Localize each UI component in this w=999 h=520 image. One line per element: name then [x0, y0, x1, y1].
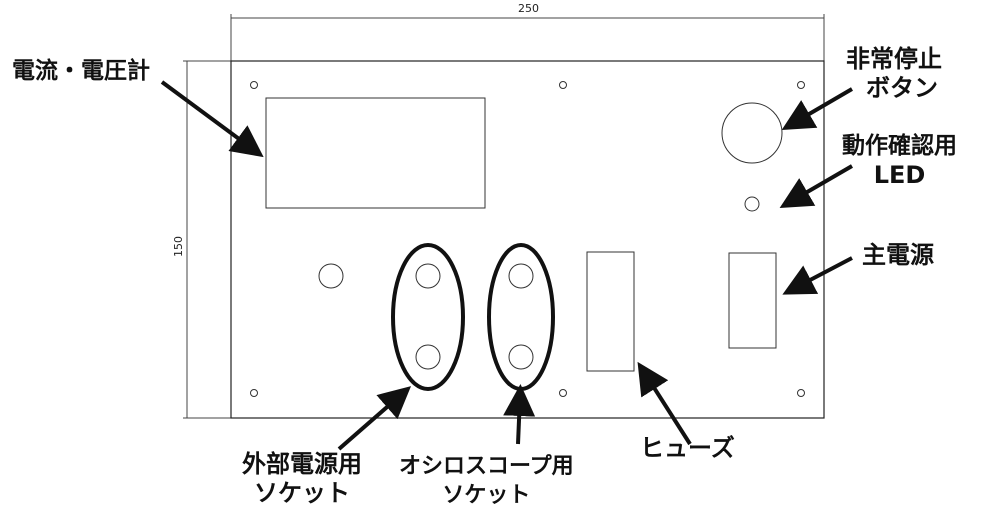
- external-power-highlight: [391, 243, 465, 391]
- fuse-arrow: [637, 361, 692, 446]
- led-line2: LED: [873, 161, 926, 189]
- main-power-arrow: [782, 256, 853, 295]
- dimension-lines: [183, 14, 825, 419]
- led-hole: [744, 196, 760, 212]
- callout-arrows: [160, 80, 854, 451]
- led-label: 動作確認用 LED: [842, 132, 957, 190]
- oscilloscope-socket-line2: ソケット: [442, 483, 531, 508]
- external-socket-line2: ソケット: [254, 479, 350, 507]
- spare-hole: [318, 263, 344, 289]
- external-power-sockets: [415, 263, 441, 370]
- meter-arrow: [160, 80, 264, 158]
- main-power-cutout: [728, 252, 777, 349]
- emergency-stop-label: 非常停止 ボタン: [846, 45, 942, 103]
- screw-holes: [250, 81, 805, 397]
- width-dimension: 250: [518, 2, 539, 15]
- fuse-cutout: [586, 251, 635, 372]
- meter-label: 電流・電圧計: [12, 58, 150, 84]
- meter-cutout: [265, 97, 486, 209]
- oscilloscope-highlight: [487, 243, 555, 391]
- oscilloscope-socket-line1: オシロスコープ用: [399, 454, 574, 479]
- main-power-label: 主電源: [862, 241, 934, 269]
- oscilloscope-socket-label: オシロスコープ用 ソケット: [399, 452, 574, 510]
- panel-outline: [230, 60, 825, 419]
- external-socket-label: 外部電源用 ソケット: [242, 450, 362, 508]
- oscilloscope-arrow: [503, 384, 536, 445]
- external-socket-line1: 外部電源用: [242, 450, 362, 478]
- emergency-arrow: [781, 87, 854, 131]
- emergency-stop-hole: [721, 102, 783, 164]
- emergency-stop-line2: ボタン: [866, 74, 938, 102]
- fuse-label: ヒューズ: [640, 434, 735, 462]
- led-arrow: [779, 164, 854, 209]
- external-power-arrow: [337, 386, 412, 451]
- oscilloscope-sockets: [508, 263, 534, 370]
- height-dimension: 150: [172, 236, 185, 257]
- emergency-stop-line1: 非常停止: [846, 45, 942, 73]
- led-line1: 動作確認用: [842, 133, 957, 159]
